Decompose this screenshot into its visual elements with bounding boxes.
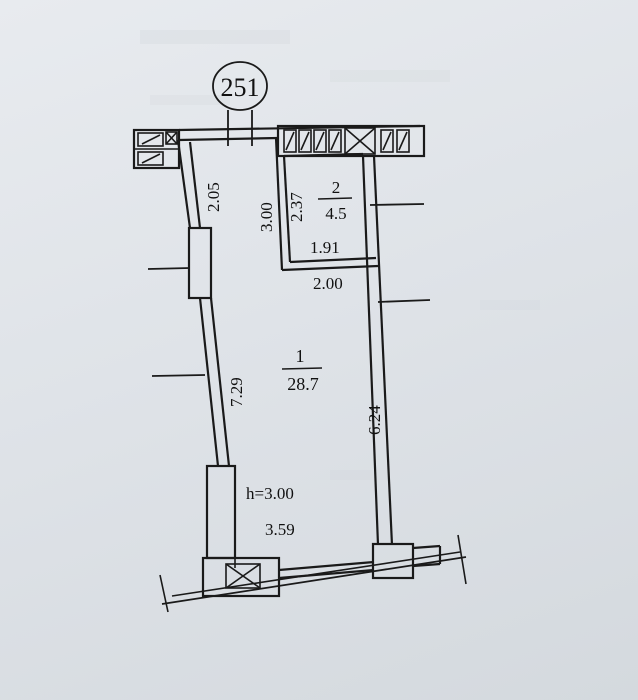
room2-number: 2 — [332, 178, 341, 197]
bottom-right-column — [371, 542, 415, 580]
room2-area: 4.5 — [325, 204, 346, 223]
dim-bottom-width: 3.59 — [265, 520, 295, 539]
dim-room2-width: 1.91 — [310, 238, 340, 257]
show-through-text — [140, 30, 540, 480]
vent-block — [276, 124, 426, 158]
top-wall — [132, 124, 426, 170]
dim-corridor-width: 2.00 — [313, 274, 343, 293]
left-wall — [147, 139, 237, 560]
room1-number: 1 — [296, 346, 305, 366]
right-wall — [361, 155, 431, 546]
dim-vertical-mid: 3.00 — [257, 202, 276, 232]
room1-area: 28.7 — [287, 374, 319, 394]
dim-left-upper: 2.05 — [204, 182, 223, 212]
marker-number: 251 — [221, 73, 260, 102]
left-window-upper — [187, 226, 213, 300]
bottom-vent-cross — [225, 563, 261, 589]
ceiling-height: h=3.00 — [246, 484, 294, 503]
room1-fraction-line — [281, 367, 323, 370]
room2-fraction-line — [317, 197, 353, 200]
bottom-wall — [159, 534, 467, 613]
plan-marker: 251 — [212, 61, 268, 146]
left-window-lower — [205, 464, 237, 560]
dim-right-wall: 6.24 — [365, 405, 384, 435]
dim-room2-height: 2.37 — [287, 192, 306, 222]
dim-left-wall: 7.29 — [227, 377, 246, 407]
room2-partition — [274, 137, 379, 272]
marker-circle — [212, 61, 268, 111]
